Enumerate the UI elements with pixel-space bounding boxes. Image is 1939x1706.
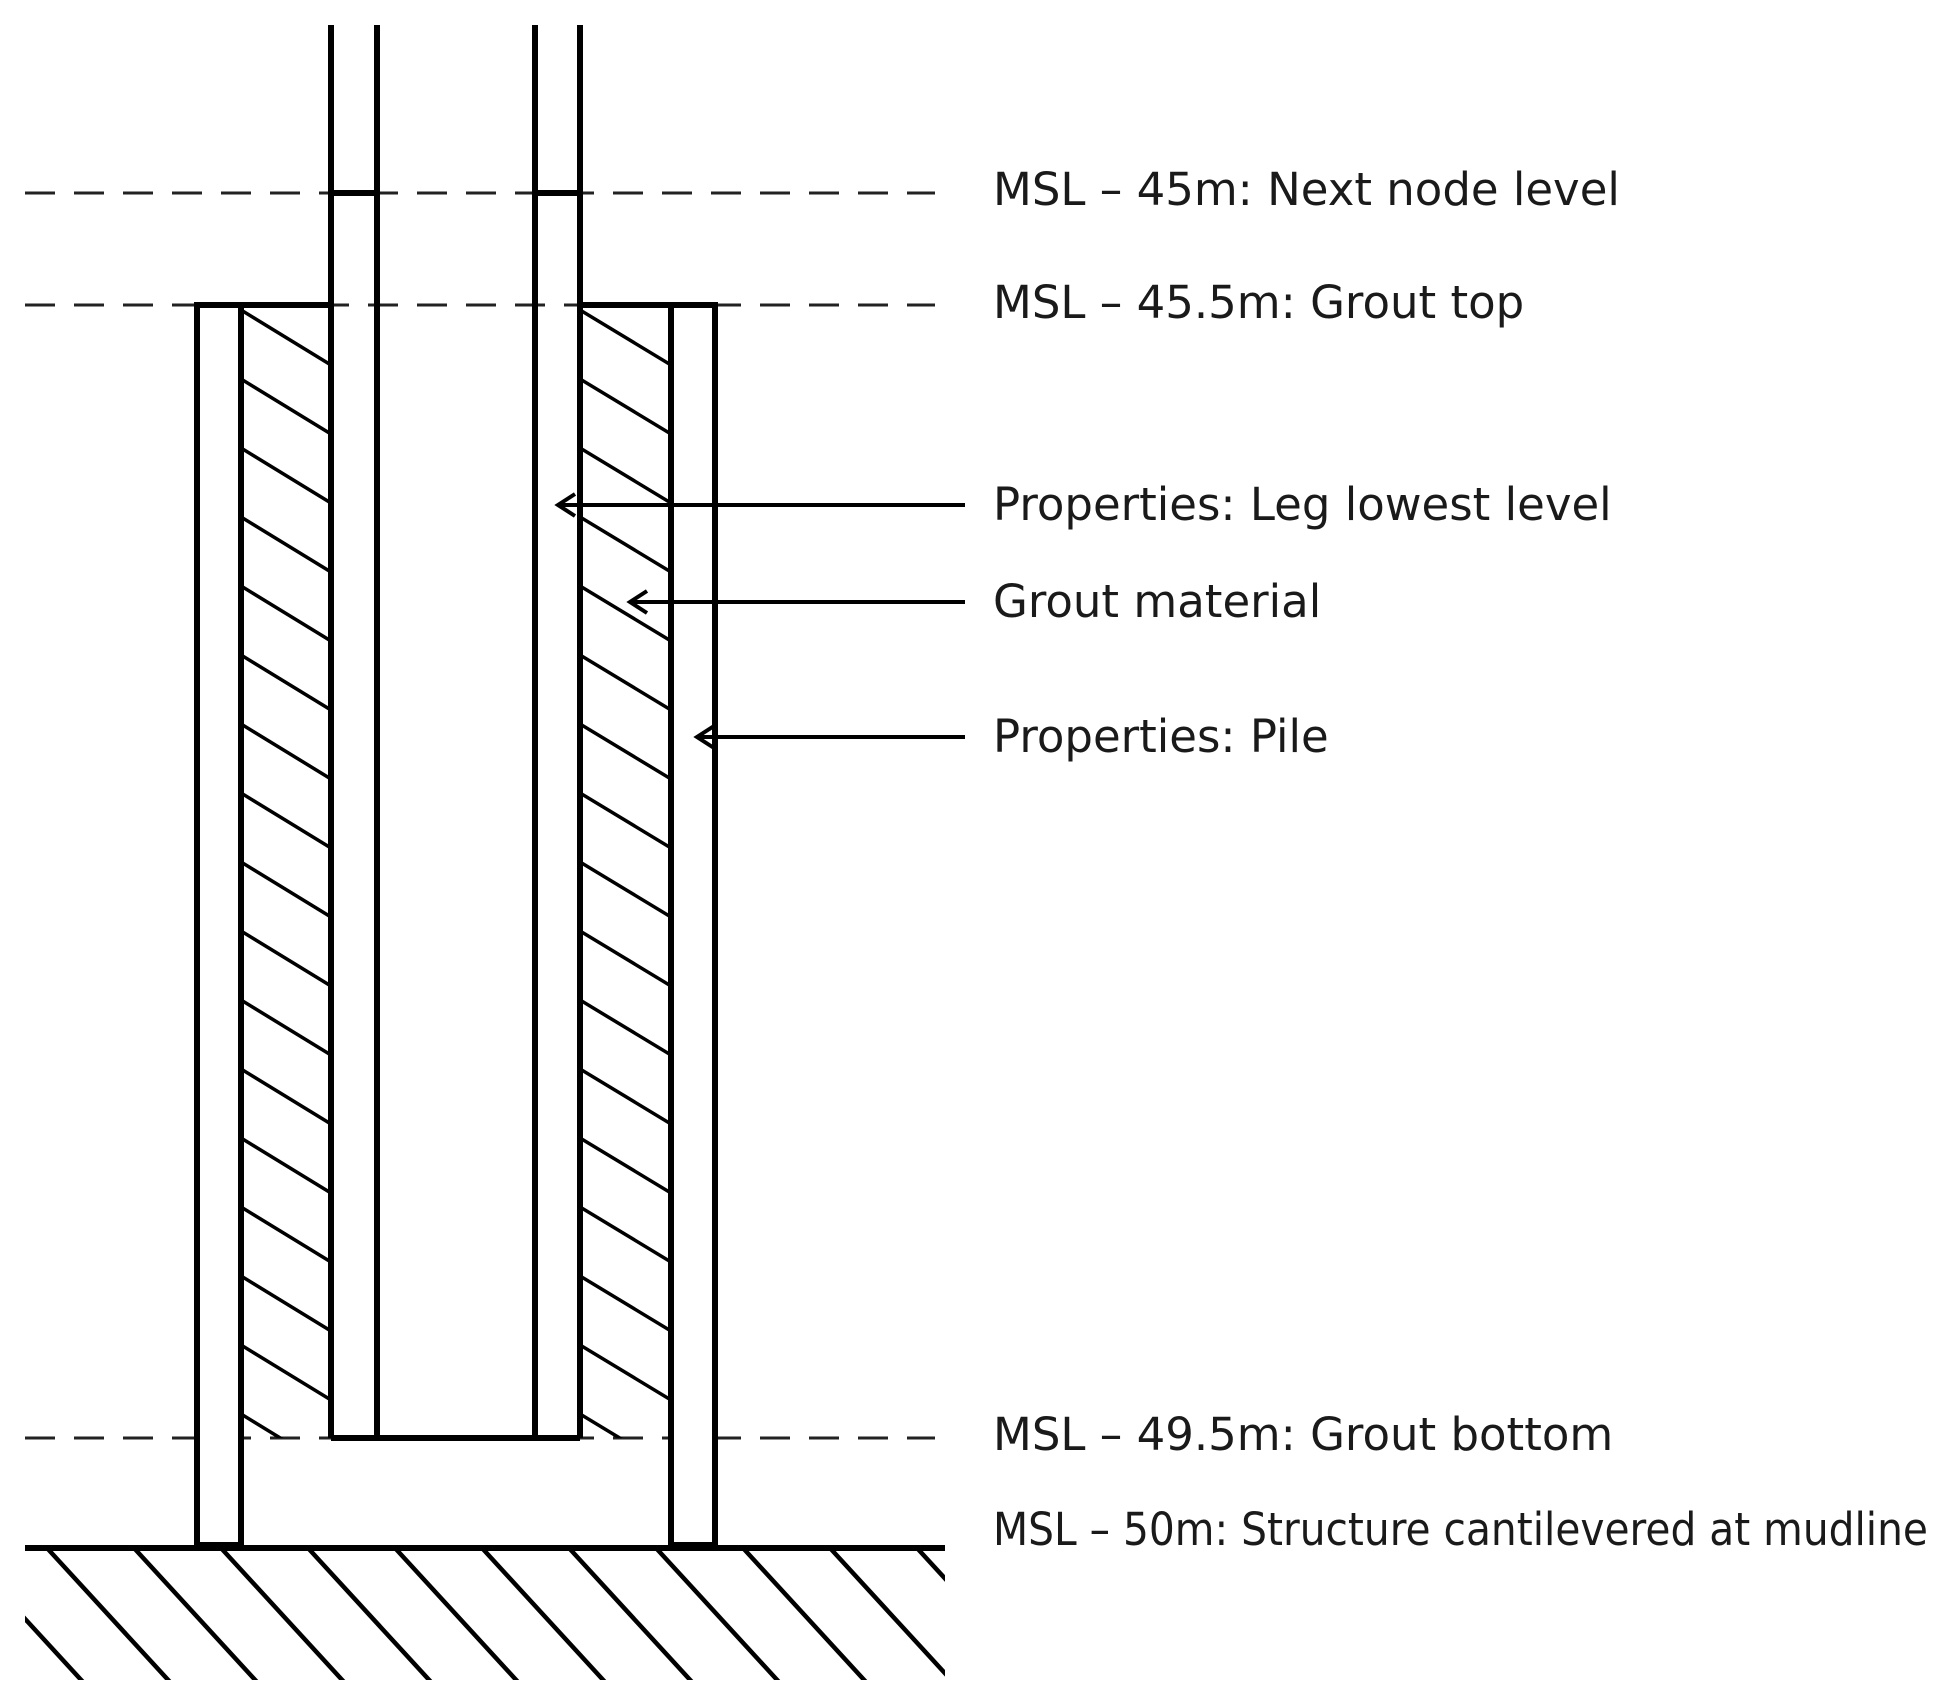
leg — [328, 25, 583, 1441]
grout-hatch-line — [241, 1067, 329, 1125]
label-grout-material: Grout material — [993, 575, 1321, 628]
grout-hatch-line — [580, 377, 671, 436]
label-leg-lowest-level: Properties: Leg lowest level — [993, 478, 1612, 531]
pile-wall-left — [194, 302, 244, 1548]
grout-hatch-line — [580, 722, 671, 781]
label-pile: Properties: Pile — [993, 710, 1329, 763]
seabed-hatch-line — [219, 1546, 346, 1680]
grout-hatch-line — [241, 929, 329, 987]
grout-hatch-line — [580, 1136, 671, 1195]
seabed-hatch-line — [567, 1546, 694, 1680]
grout-hatch-line — [241, 584, 329, 642]
pile-arrow — [693, 724, 965, 750]
grout-hatch-line — [241, 860, 329, 918]
leg-lowest-arrow — [554, 492, 965, 518]
label-mudline: MSL – 50m: Structure cantilevered at mud… — [993, 1503, 1928, 1556]
grout-hatch-line — [241, 308, 329, 366]
seabed-hatch-line — [132, 1546, 259, 1680]
grout-hatch-line — [580, 860, 671, 919]
seabed-hatch-line — [480, 1546, 607, 1680]
grout-material-arrow — [626, 589, 965, 615]
grout-fill-left — [241, 308, 329, 1438]
grout-hatch-line — [241, 1343, 329, 1401]
grout-hatch-line — [241, 377, 329, 435]
seabed-hatch-line — [828, 1546, 945, 1677]
grout-hatch-line — [241, 446, 329, 504]
grout-hatch-line — [241, 998, 329, 1056]
seabed-hatch-line — [45, 1546, 172, 1680]
grout-hatch-line — [580, 584, 671, 643]
grout-hatch-line — [241, 791, 329, 849]
seabed-hatch-line — [915, 1546, 945, 1582]
seabed-hatch-line — [654, 1546, 781, 1680]
grout-hatch-line — [580, 929, 671, 988]
grout-hatch-line — [580, 1205, 671, 1264]
grout-hatch-line — [580, 791, 671, 850]
grout-fill-right — [580, 308, 671, 1438]
grout-hatch-line — [580, 653, 671, 712]
grout-hatch-line — [580, 515, 671, 574]
seabed-hatch-line — [741, 1546, 868, 1680]
grout-hatch-line — [580, 1067, 671, 1126]
grout-hatch-line — [580, 308, 671, 367]
grout-hatch-line — [241, 515, 329, 573]
grout-hatch-line — [241, 722, 329, 780]
seabed-hatch-line — [25, 1615, 85, 1680]
grout-hatch-line — [580, 1274, 671, 1333]
seabed-hatch-line — [393, 1546, 520, 1680]
label-grout-bottom: MSL – 49.5m: Grout bottom — [993, 1408, 1613, 1461]
label-grout-top: MSL – 45.5m: Grout top — [993, 276, 1524, 329]
pile — [194, 302, 718, 1548]
seabed-hatch — [25, 1546, 945, 1680]
label-next-node-level: MSL – 45m: Next node level — [993, 163, 1620, 216]
grout-hatch-line — [580, 446, 671, 505]
seabed-hatch-line — [306, 1546, 433, 1680]
grout-hatch-line — [580, 1343, 671, 1402]
grout-hatch-line — [241, 1136, 329, 1194]
grout-hatch-line — [241, 1205, 329, 1263]
grout-hatch-line — [241, 1274, 329, 1332]
grout-hatch-line — [580, 998, 671, 1057]
grout-hatch-line — [241, 1412, 284, 1438]
pile-wall-right — [668, 302, 718, 1548]
grout-hatch-line — [241, 653, 329, 711]
grout-hatch-line — [580, 1412, 624, 1438]
